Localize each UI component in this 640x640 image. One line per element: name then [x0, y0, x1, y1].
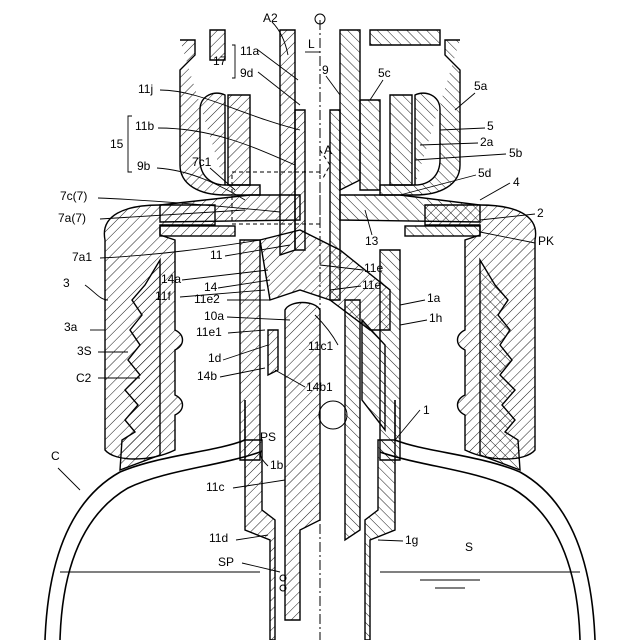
label-5b: 5b	[509, 146, 523, 160]
label-3: 3	[63, 276, 70, 290]
label-4: 4	[513, 175, 520, 189]
label-9: 9	[322, 63, 329, 77]
label-11j: 11j	[138, 82, 153, 96]
label-13: 13	[365, 234, 379, 248]
label-a2: A2	[263, 11, 278, 25]
label-1h: 1h	[429, 311, 442, 325]
label-11b: 11b	[135, 119, 154, 133]
label-9d: 9d	[240, 66, 253, 80]
label-ps: PS	[260, 430, 276, 444]
label-1b: 1b	[270, 458, 284, 472]
label-14b: 14b	[197, 369, 217, 383]
label-7c1: 7c1	[192, 155, 212, 169]
label-7a1: 7a1	[72, 250, 92, 264]
label-1g: 1g	[405, 533, 418, 547]
label-11e1: 11e1	[196, 325, 222, 339]
label-11e-b: 11e	[362, 278, 381, 292]
label-1: 1	[423, 403, 430, 417]
label-1d: 1d	[208, 351, 221, 365]
label-c2: C2	[76, 371, 92, 385]
label-l: L	[308, 37, 315, 51]
label-3a: 3a	[64, 320, 78, 334]
label-pk: PK	[538, 234, 554, 248]
label-11e-a: 11e	[364, 261, 383, 275]
label-14b1: 14b1	[306, 380, 333, 394]
label-5d: 5d	[478, 166, 491, 180]
label-17: 17	[213, 54, 227, 68]
label-11a: 11a	[240, 44, 259, 58]
label-11f: 11f	[155, 289, 171, 303]
label-a: A	[324, 143, 332, 157]
label-14a: 14a	[161, 272, 181, 286]
ball-valve	[319, 401, 347, 429]
label-5a: 5a	[474, 79, 488, 93]
label-2: 2	[537, 206, 544, 220]
label-7c7: 7c(7)	[60, 189, 87, 203]
label-11c: 11c	[206, 480, 224, 494]
label-s: S	[465, 540, 473, 554]
label-7a7: 7a(7)	[58, 211, 86, 225]
label-11: 11	[210, 248, 223, 262]
label-2a: 2a	[480, 135, 494, 149]
label-11c1: 11c1	[308, 339, 333, 353]
label-3s: 3S	[77, 344, 92, 358]
label-5: 5	[487, 119, 494, 133]
label-sp: SP	[218, 555, 234, 569]
label-1a: 1a	[427, 291, 441, 305]
label-c: C	[51, 449, 60, 463]
label-10a: 10a	[204, 309, 224, 323]
label-11d: 11d	[209, 531, 228, 545]
packing-pk	[160, 226, 235, 236]
label-15: 15	[110, 137, 124, 151]
label-9b: 9b	[137, 159, 151, 173]
label-5c: 5c	[378, 66, 391, 80]
